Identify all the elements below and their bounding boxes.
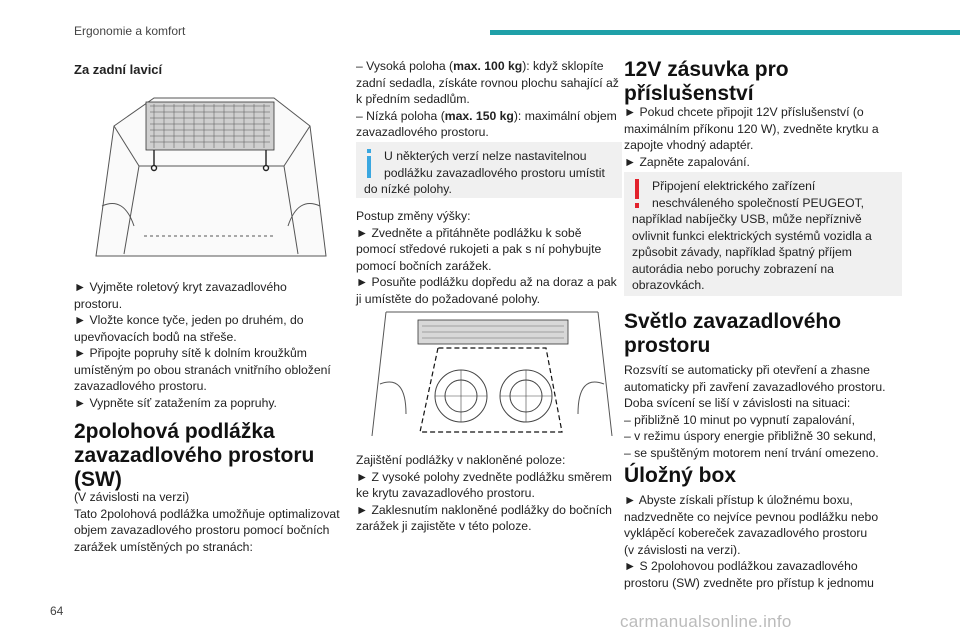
watermark: carmanualsonline.info	[620, 612, 792, 631]
right-box-body: ► Abyste získali přístup k úložnému boxu…	[624, 493, 879, 590]
right-light-body: Rozsvítí se automaticky při otevření a z…	[624, 363, 886, 460]
running-header: Ergonomie a komfort	[74, 24, 186, 38]
info-icon	[364, 149, 374, 179]
left-steps: ► Vyjměte roletový kryt zavazadlového pr…	[74, 280, 331, 410]
low-position-line: – Nízká poloha (max. 150 kg): maximální …	[356, 108, 617, 123]
middle-procedure: Postup změny výšky: ► Zvedněte a přitáhn…	[356, 209, 617, 306]
illustration-cargo-net	[84, 86, 336, 264]
warning-note: Připojení elektrického zařízení neschvál…	[624, 172, 902, 296]
heading-floor-sw: 2polohová podlážka zavazadlového prostor…	[74, 420, 315, 491]
high-position-line: – Vysoká poloha (max. 100 kg): když sklo…	[356, 59, 604, 73]
heading-storage-box: Úložný box	[624, 464, 737, 487]
middle-incline: Zajištění podlážky v nakloněné poloze: ►…	[356, 453, 612, 533]
header-accent-bar	[490, 30, 960, 35]
right-12v-body: ► Pokud chcete připojit 12V příslušenstv…	[624, 105, 879, 169]
middle-positions: – Vysoká poloha (max. 100 kg): když sklo…	[356, 58, 626, 141]
section-heading-rear-bench: Za zadní lavicí	[74, 62, 163, 77]
info-note: U některých verzí nelze nastavitelnou po…	[356, 142, 622, 198]
left-column: Za zadní lavicí	[74, 62, 344, 79]
left-body: (V závislosti na verzi) Tato 2polohová p…	[74, 490, 340, 554]
warning-icon	[632, 179, 642, 209]
heading-12v-socket: 12V zásuvka pro příslušenství	[624, 58, 789, 105]
illustration-inclined-floor	[366, 304, 618, 438]
page-number: 64	[50, 604, 64, 618]
heading-trunk-light: Světlo zavazadlového prostoru	[624, 310, 842, 357]
